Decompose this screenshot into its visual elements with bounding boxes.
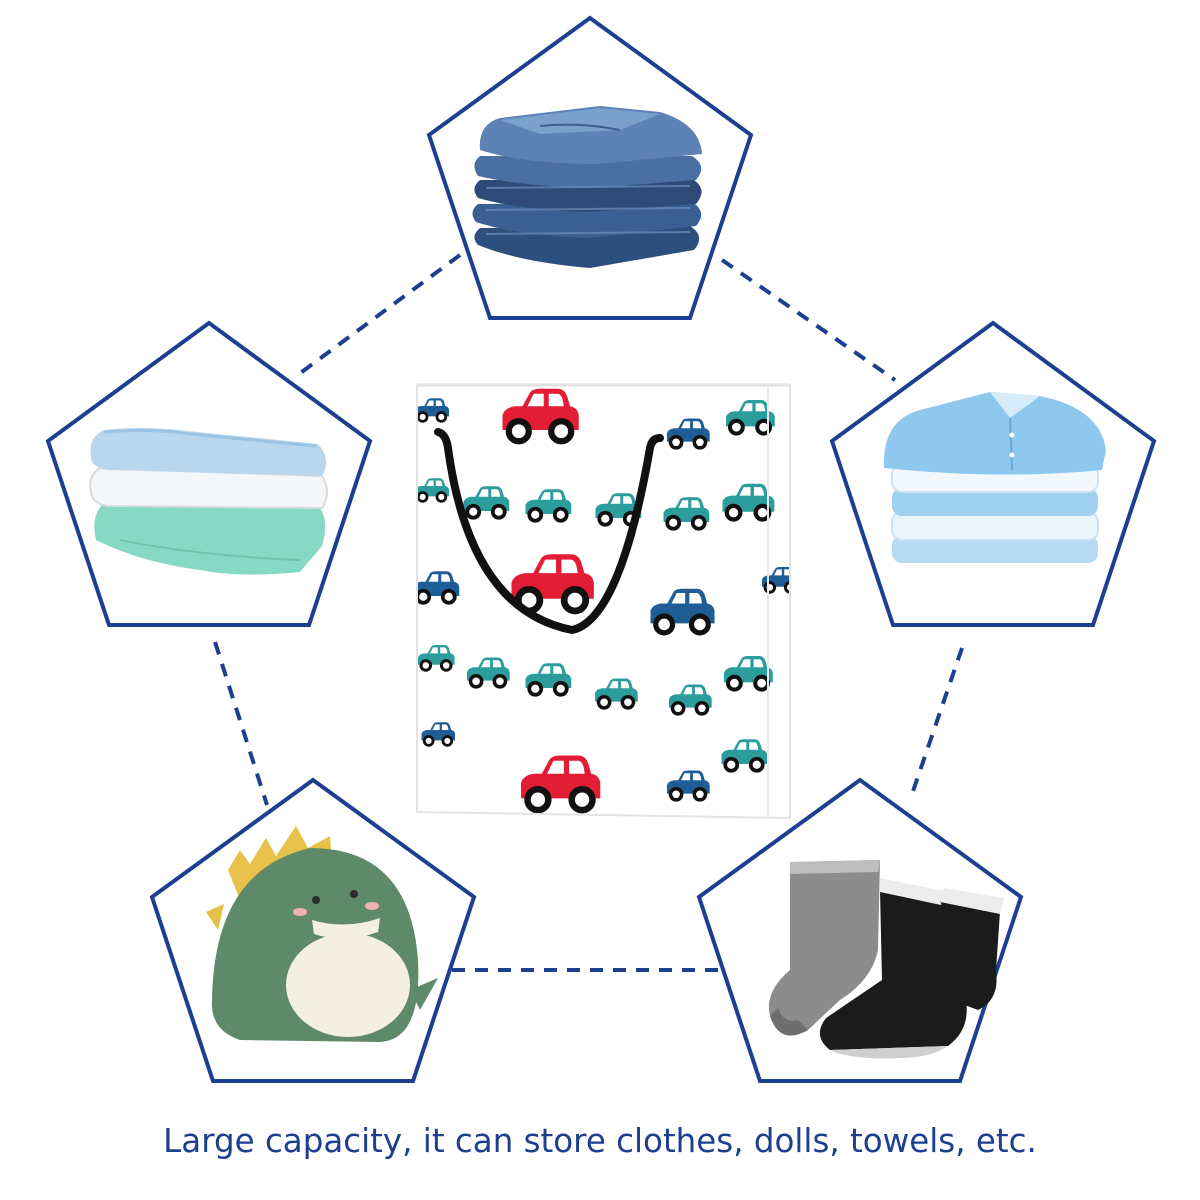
pattern-car [669, 684, 712, 716]
pattern-car [721, 739, 768, 773]
caption-text: Large capacity, it can store clothes, do… [163, 1122, 1037, 1160]
connector-top-left [293, 253, 462, 379]
pattern-car [525, 663, 572, 697]
pattern-car [667, 770, 710, 802]
connector-lines [213, 253, 964, 972]
pattern-car [595, 678, 638, 710]
pattern-car [417, 398, 450, 423]
pattern-car [463, 486, 510, 520]
pattern-car [421, 722, 456, 747]
pattern-car [467, 657, 510, 689]
connector-left-bottom [213, 641, 269, 806]
folded-shirts-icon [883, 392, 1106, 563]
pattern-car [417, 478, 450, 503]
connector-top-right [720, 258, 897, 382]
connector-right-bottom [908, 647, 964, 801]
basket-handle [434, 428, 664, 635]
pattern-car [667, 418, 710, 450]
cartoon-cars-pattern [417, 388, 790, 814]
pattern-car [417, 571, 460, 605]
laundry-basket-icon [416, 383, 791, 820]
folded-towels-icon [89, 428, 328, 575]
pattern-car [650, 588, 715, 636]
pattern-car [663, 497, 710, 531]
pattern-car [418, 645, 455, 672]
pattern-car [525, 489, 572, 523]
pattern-car [722, 483, 775, 522]
folded-jeans-icon [472, 106, 702, 268]
pattern-car [502, 388, 579, 445]
pattern-car [726, 400, 775, 436]
dinosaur-plush-icon [206, 826, 438, 1042]
socks-icon [768, 860, 1004, 1059]
pattern-car [521, 755, 601, 814]
